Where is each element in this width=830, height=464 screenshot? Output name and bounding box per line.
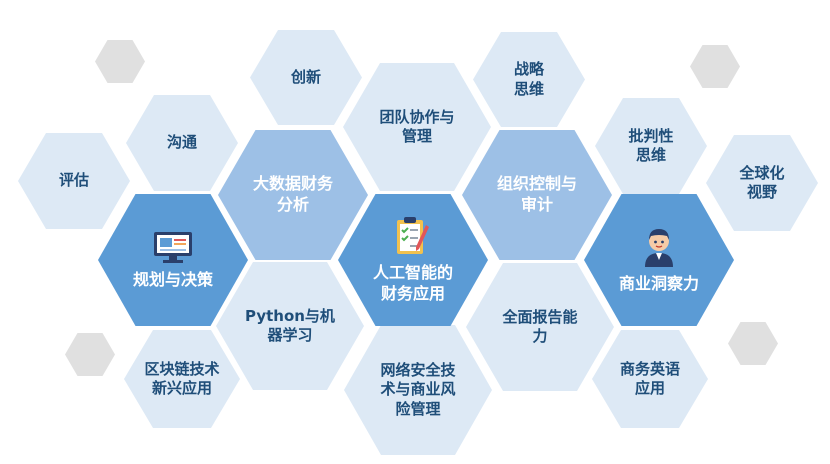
hex-shangye: 商业洞察力: [584, 194, 734, 326]
hex-label: 全球化 视野: [739, 163, 785, 202]
hex-label: 沟通: [166, 133, 197, 152]
hex-qukuailian: 区块链技术 新兴应用: [124, 330, 240, 428]
hex-label: 商务英语 应用: [619, 359, 680, 398]
decor-hex: [95, 40, 145, 83]
hex-label: 批判性 思维: [628, 126, 674, 165]
hex-label: 商业洞察力: [618, 273, 699, 293]
hex-label: 大数据财务 分析: [252, 174, 333, 214]
hex-tuandui: 团队协作与 管理: [343, 63, 491, 191]
hex-wangluo: 网络安全技 术与商业风 险管理: [344, 325, 492, 455]
hex-label: 组织控制与 审计: [496, 174, 577, 214]
hex-dashuju: 大数据财务 分析: [218, 130, 368, 260]
hex-rengong: 人工智能的 财务应用: [338, 194, 488, 326]
hex-label: 创新: [290, 67, 321, 86]
hex-shangwu: 商务英语 应用: [592, 330, 708, 428]
hex-guihua: 规划与决策: [98, 194, 248, 326]
hex-python: Python与机 器学习: [216, 262, 364, 390]
clipboard-checklist-icon: [397, 217, 429, 255]
hex-chuangxin: 创新: [250, 30, 362, 125]
hex-goutong: 沟通: [126, 95, 238, 191]
monitor-icon: [154, 231, 192, 263]
hex-pipan: 批判性 思维: [595, 98, 707, 194]
decor-hex: [728, 322, 778, 365]
hex-label: 人工智能的 财务应用: [372, 263, 453, 303]
hex-label: 网络安全技 术与商业风 险管理: [380, 360, 456, 418]
hex-quanmian: 全面报告能 力: [466, 263, 614, 391]
hex-label: 战略 思维: [513, 60, 544, 98]
hex-label: 团队协作与 管理: [379, 107, 455, 146]
hex-label: Python与机 器学习: [245, 306, 335, 345]
hex-zuzhi: 组织控制与 审计: [462, 130, 612, 260]
decor-hex: [690, 45, 740, 88]
hex-quanqiu: 全球化 视野: [706, 135, 818, 231]
hex-pinggu: 评估: [18, 133, 130, 229]
hex-label: 评估: [58, 171, 89, 190]
hex-label: 规划与决策: [132, 269, 213, 289]
decor-hex: [65, 333, 115, 376]
hex-label: 区块链技术 新兴应用: [144, 359, 220, 398]
hex-label: 全面报告能 力: [502, 307, 578, 346]
person-avatar-icon: [645, 228, 673, 267]
hex-zhanlue: 战略 思维: [473, 32, 585, 127]
